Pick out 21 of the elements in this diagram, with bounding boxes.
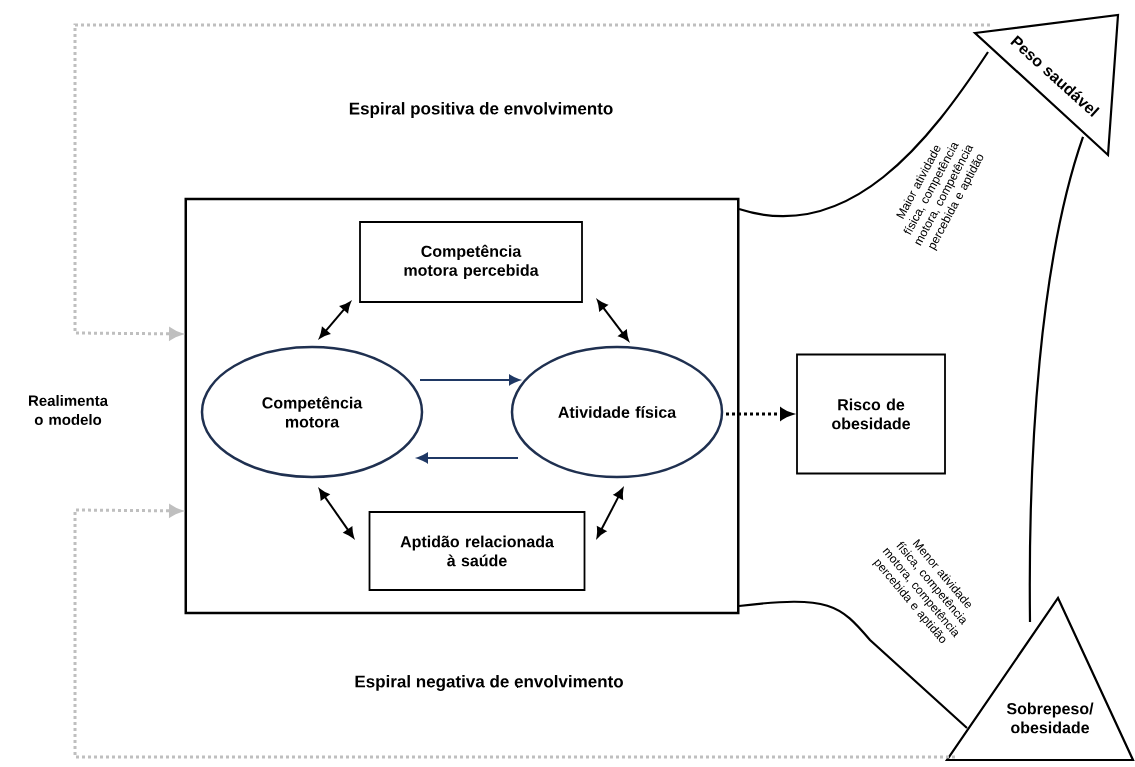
arrow: [73, 23, 990, 340]
process-box: Competência motora percebida: [359, 221, 583, 303]
double-arrow: [318, 488, 355, 539]
arrow: [419, 374, 520, 386]
heading-label: Espiral positiva de envolvimento: [349, 102, 613, 118]
heading-label: Espiral negativa de envolvimento: [355, 675, 623, 691]
outer-frame: [184, 197, 740, 615]
connector-line: [738, 51, 989, 218]
double-arrow: [319, 301, 351, 339]
arrow: [417, 452, 519, 464]
double-arrow: [596, 488, 624, 538]
ellipse-node: Atividade física: [510, 345, 724, 479]
connector-line: [738, 600, 968, 729]
arrow: [73, 504, 955, 759]
process-box: Aptidão relacionada à saúde: [368, 511, 586, 591]
heading-label: Realimenta o modelo: [29, 395, 109, 425]
arrow: [726, 407, 793, 421]
process-box: Risco de obesidade: [796, 353, 946, 475]
connector-line: [1028, 136, 1085, 622]
double-arrow: [597, 299, 629, 342]
ellipse-node: Competência motora: [200, 345, 424, 479]
